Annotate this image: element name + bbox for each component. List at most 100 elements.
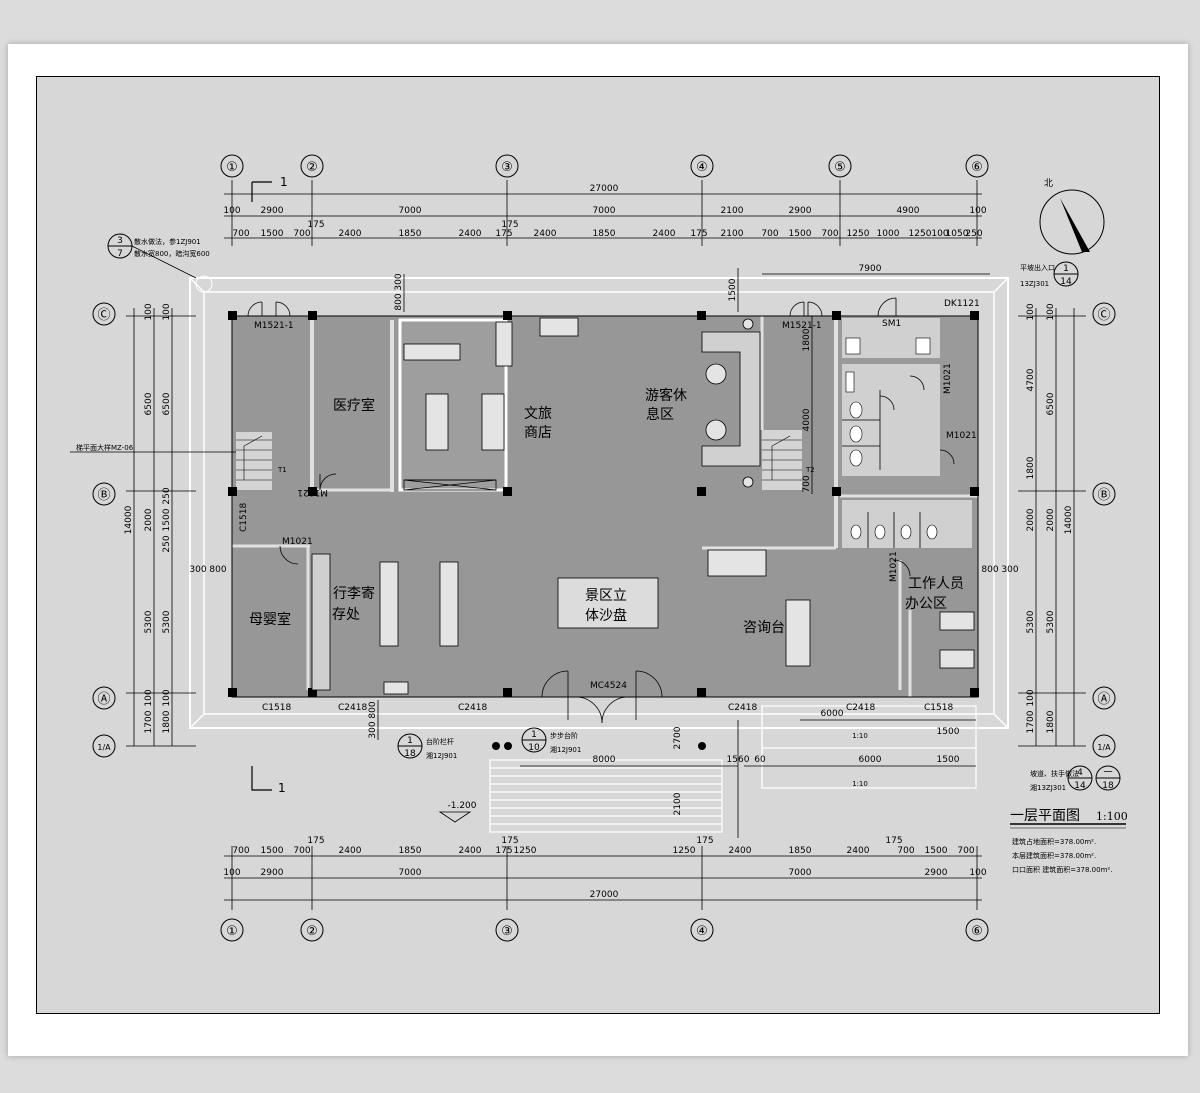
svg-text:C2418: C2418 (458, 703, 487, 713)
svg-text:3: 3 (117, 236, 123, 246)
svg-text:7000: 7000 (789, 868, 812, 878)
svg-text:1:10: 1:10 (852, 780, 868, 788)
svg-text:6500: 6500 (162, 392, 172, 415)
svg-text:2000: 2000 (1026, 508, 1036, 531)
axis-bubbles (92, 154, 1121, 942)
svg-text:7: 7 (117, 249, 123, 259)
svg-text:100: 100 (144, 689, 154, 706)
svg-text:2000: 2000 (144, 508, 154, 531)
svg-text:1800: 1800 (1026, 456, 1036, 479)
svg-text:2000: 2000 (1046, 508, 1056, 531)
svg-text:4: 4 (1077, 768, 1083, 778)
svg-text:2400: 2400 (729, 846, 752, 856)
svg-text:1250: 1250 (847, 229, 870, 239)
svg-text:13ZJ301: 13ZJ301 (1020, 280, 1049, 288)
detail-symbols: 3 7 1 14 1 18 1 10 4 14 一 18 (117, 236, 1114, 791)
svg-text:7000: 7000 (399, 868, 422, 878)
axis-c-right: Ⓒ (1097, 308, 1110, 323)
stairs (236, 435, 802, 481)
svg-text:800: 800 (981, 565, 998, 575)
svg-text:步步台阶: 步步台阶 (550, 731, 578, 740)
svg-text:14: 14 (1074, 781, 1086, 791)
svg-text:1700: 1700 (144, 710, 154, 733)
svg-text:2400: 2400 (653, 229, 676, 239)
svg-text:1500: 1500 (728, 278, 738, 301)
svg-text:14: 14 (1060, 277, 1072, 287)
svg-text:1250: 1250 (514, 846, 537, 856)
svg-text:1500: 1500 (261, 846, 284, 856)
svg-text:2900: 2900 (261, 868, 284, 878)
svg-text:100: 100 (144, 303, 154, 320)
svg-text:1: 1 (278, 781, 286, 795)
svg-text:2100: 2100 (721, 229, 744, 239)
svg-text:2400: 2400 (534, 229, 557, 239)
svg-text:2100: 2100 (673, 792, 683, 815)
door-swings (247, 297, 955, 724)
svg-text:2400: 2400 (459, 846, 482, 856)
svg-text:湘12J901: 湘12J901 (426, 751, 457, 760)
svg-text:1000: 1000 (877, 229, 900, 239)
svg-text:1: 1 (407, 736, 413, 746)
svg-text:2100: 2100 (721, 206, 744, 216)
svg-text:1: 1 (531, 730, 537, 740)
svg-text:DK1121: DK1121 (944, 299, 980, 309)
svg-text:2900: 2900 (925, 868, 948, 878)
axis-6-top: ⑥ (971, 160, 983, 175)
structural-columns (228, 311, 979, 697)
svg-text:MC4524: MC4524 (590, 681, 627, 691)
furniture (311, 317, 975, 695)
svg-text:M1521-1: M1521-1 (782, 321, 822, 331)
axis-3-top: ③ (501, 160, 513, 175)
svg-text:1850: 1850 (789, 846, 812, 856)
svg-text:平坡出入口: 平坡出入口 (1020, 263, 1055, 272)
toilet-fixtures (845, 337, 938, 540)
svg-text:175: 175 (690, 229, 707, 239)
svg-text:100: 100 (223, 868, 240, 878)
svg-text:SM1: SM1 (882, 319, 901, 329)
svg-text:1500: 1500 (162, 508, 172, 531)
svg-text:27000: 27000 (590, 184, 619, 194)
room-rest-line1: 游客休 (645, 387, 687, 404)
svg-text:100: 100 (162, 303, 172, 320)
svg-text:5300: 5300 (162, 610, 172, 633)
svg-text:700: 700 (821, 229, 838, 239)
svg-text:27000: 27000 (590, 890, 619, 900)
axis-3-bottom: ③ (501, 924, 513, 939)
svg-text:1250: 1250 (673, 846, 696, 856)
svg-text:300 800: 300 800 (368, 701, 378, 738)
svg-text:700: 700 (232, 229, 249, 239)
svg-text:6000: 6000 (821, 709, 844, 719)
room-luggage-line2: 存处 (332, 607, 360, 623)
svg-text:7000: 7000 (399, 206, 422, 216)
axis-1a-right: 1/A (1097, 743, 1111, 752)
svg-text:175: 175 (495, 846, 512, 856)
svg-text:2400: 2400 (339, 229, 362, 239)
room-staff-line2: 办公区 (905, 596, 947, 612)
axis-labels: ① ② ③ ④ ⑤ ⑥ ① ② ③ ④ ⑥ Ⓒ Ⓑ Ⓐ Ⓒ Ⓑ Ⓐ 1/A 1/… (97, 160, 1111, 939)
room-shop-line2: 商店 (524, 425, 552, 441)
svg-text:1560: 1560 (727, 755, 750, 765)
svg-text:1800: 1800 (162, 710, 172, 733)
svg-text:梯平面大样MZ-06: 梯平面大样MZ-06 (76, 443, 134, 452)
svg-text:4000: 4000 (802, 408, 812, 431)
area-line-2: 本层建筑面积=378.00m². (1012, 851, 1096, 860)
dimension-lines (126, 180, 1086, 910)
toilet-partitions (842, 390, 921, 548)
svg-text:700: 700 (802, 475, 812, 492)
svg-text:1500: 1500 (937, 727, 960, 737)
svg-text:2400: 2400 (459, 229, 482, 239)
drawing-scale: 1:100 (1096, 810, 1128, 823)
room-labels: 医疗室 文旅 商店 游客休 息区 行李寄 存处 母婴室 景区立 体沙盘 咨询台 … (249, 387, 964, 636)
north-arrow (1060, 198, 1090, 252)
floor-fill (232, 316, 978, 697)
svg-text:1: 1 (280, 175, 288, 189)
svg-text:6500: 6500 (144, 392, 154, 415)
svg-text:1500: 1500 (937, 755, 960, 765)
svg-text:1800: 1800 (802, 328, 812, 351)
svg-text:100: 100 (1026, 689, 1036, 706)
axis-1-bottom: ① (226, 924, 238, 939)
svg-text:175: 175 (885, 836, 902, 846)
svg-text:C1518: C1518 (924, 703, 953, 713)
svg-text:100: 100 (1026, 303, 1036, 320)
svg-text:700: 700 (957, 846, 974, 856)
